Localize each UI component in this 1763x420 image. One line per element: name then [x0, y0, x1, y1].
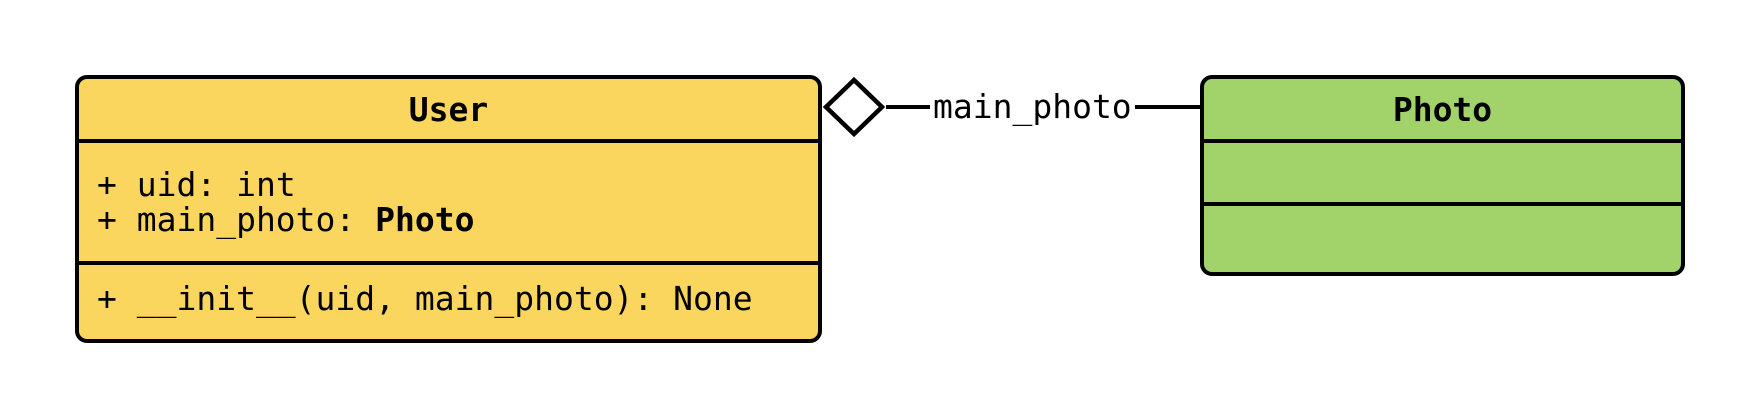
attribute-row: + uid: int — [79, 167, 818, 202]
class-title-compartment: User — [79, 79, 818, 139]
attributes-compartment: + uid: int+ main_photo: Photo — [79, 139, 818, 261]
class-box-user: User + uid: int+ main_photo: Photo + __i… — [75, 75, 822, 343]
attribute-row: + main_photo: Photo — [79, 202, 818, 237]
methods-compartment — [1204, 202, 1681, 264]
member-text: + main_photo: — [97, 200, 376, 239]
connector-line — [1134, 105, 1200, 109]
method-row: + __init__(uid, main_photo): None — [79, 281, 818, 316]
member-type: Photo — [375, 200, 475, 239]
aggregation-diamond-icon — [822, 76, 886, 138]
attributes-compartment — [1204, 139, 1681, 202]
class-box-photo: Photo — [1200, 75, 1685, 276]
connector-line — [886, 105, 930, 109]
member-text: + uid: — [97, 165, 237, 204]
member-text: + __init__(uid, main_photo): None — [97, 278, 753, 318]
aggregation-connector: main_photo — [822, 73, 1200, 141]
class-name: Photo — [1392, 89, 1493, 129]
class-title-compartment: Photo — [1204, 79, 1681, 139]
class-name: User — [408, 89, 489, 129]
methods-compartment: + __init__(uid, main_photo): None — [79, 261, 818, 331]
member-type: int — [236, 165, 296, 204]
relationship-label: main_photo — [933, 86, 1132, 126]
